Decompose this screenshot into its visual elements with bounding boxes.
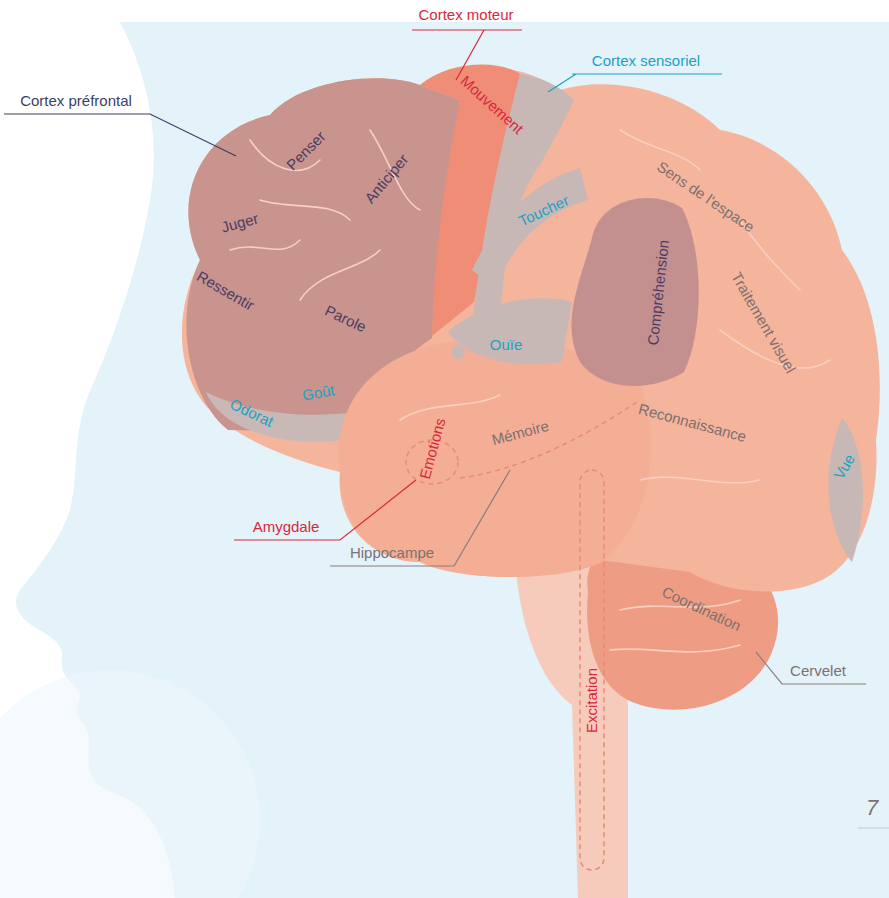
- function-label: Excitation: [584, 667, 599, 732]
- page-rule: [858, 828, 889, 829]
- gyri: [230, 130, 830, 652]
- region-name: Cervelet: [790, 663, 846, 678]
- function-label: Parole: [323, 302, 369, 334]
- leader-lines: [4, 30, 866, 684]
- function-label: Juger: [220, 210, 260, 234]
- wernicke-area: [572, 198, 699, 386]
- region-name: Hippocampe: [350, 545, 434, 560]
- function-label: Traitement visuel: [729, 269, 799, 375]
- region-name: Cortex préfrontal: [20, 93, 132, 108]
- cerebrum: [182, 67, 880, 592]
- region-name: Cortex moteur: [418, 7, 513, 22]
- background-circle: [0, 670, 260, 898]
- region-name: Cortex sensoriel: [592, 53, 700, 68]
- visual-cortex: [828, 418, 862, 562]
- auditory-cortex: [448, 298, 572, 364]
- function-label: Reconnaissance: [636, 400, 747, 443]
- function-label: Goût: [301, 382, 336, 402]
- function-label: Ressentir: [195, 268, 257, 313]
- region-name: Amygdale: [253, 519, 320, 534]
- hippocampus-outline: [460, 400, 640, 478]
- function-label: Mouvement: [458, 72, 526, 136]
- function-label: Coordination: [660, 583, 743, 633]
- function-label: Ouïe: [490, 337, 523, 352]
- function-label: Compréhension: [645, 239, 671, 346]
- function-label: Mémoire: [490, 417, 550, 447]
- olfactory-region: [206, 392, 356, 442]
- function-label: Anticiper: [361, 151, 410, 205]
- function-label: Vue: [831, 451, 857, 481]
- reticular-outline: [580, 470, 604, 870]
- function-label: Odorat: [228, 396, 276, 429]
- auditory-cortex: [451, 345, 465, 359]
- function-label: Sens de l'espace: [655, 158, 758, 234]
- function-label: Toucher: [517, 192, 572, 228]
- function-label: Emotions: [417, 416, 448, 480]
- sensory-cortex: [472, 168, 588, 290]
- function-label: Penser: [284, 128, 328, 172]
- page-number: 7: [866, 797, 878, 819]
